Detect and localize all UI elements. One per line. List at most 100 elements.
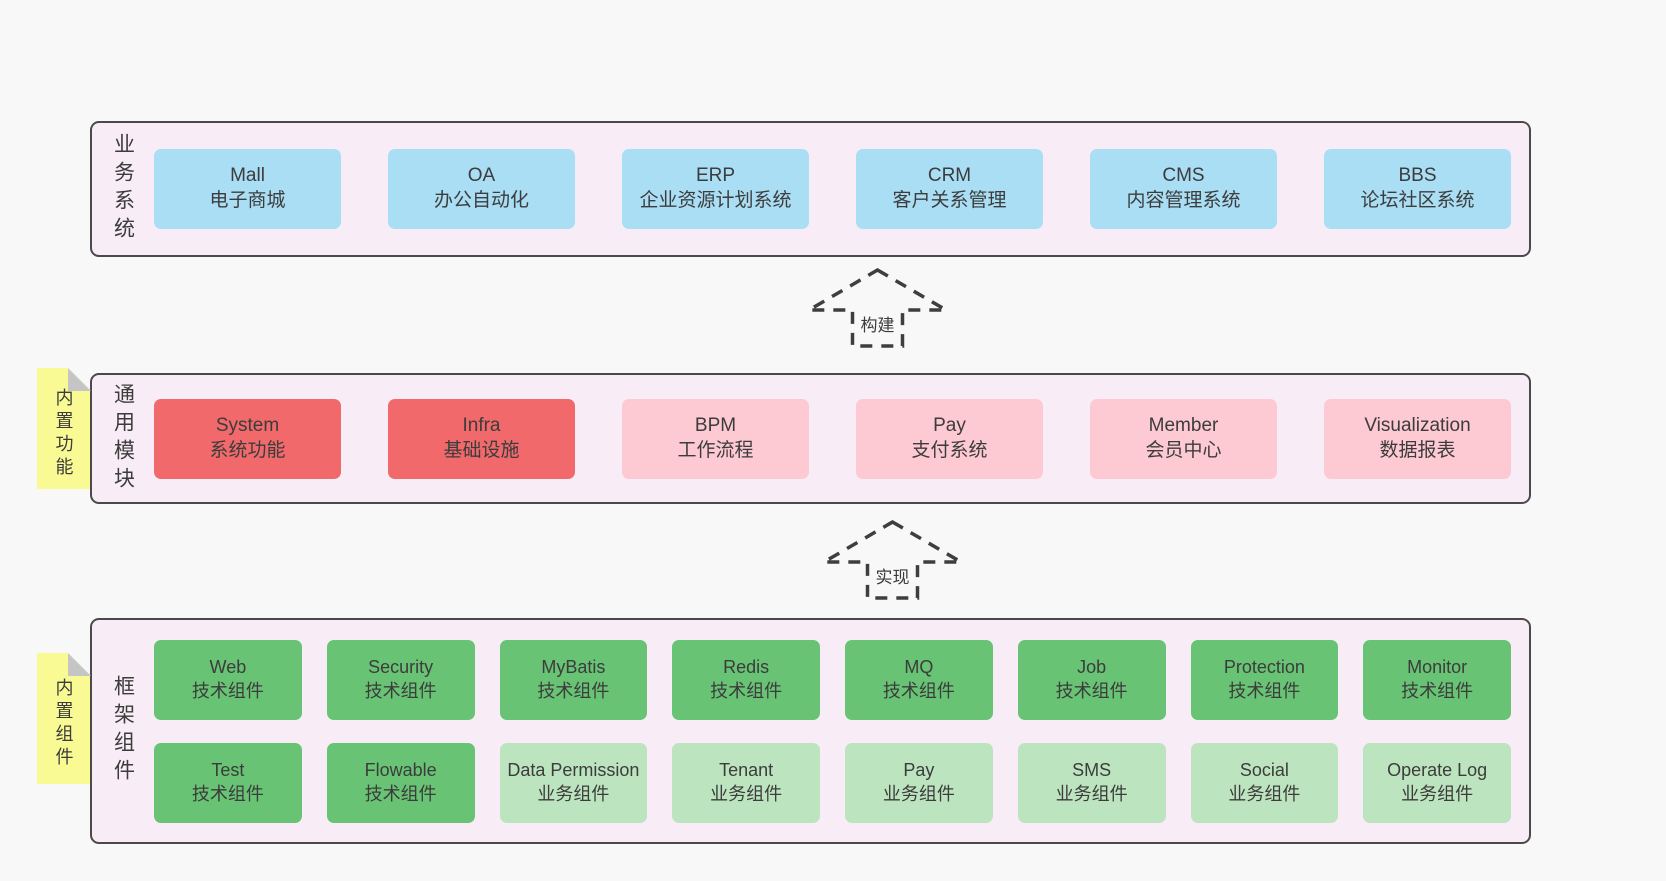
box-subtitle: 系统功能	[209, 439, 286, 461]
box-subtitle: 业务组件	[1401, 783, 1474, 804]
box-subtitle: 基础设施	[443, 439, 520, 461]
box-subtitle: 技术组件	[191, 680, 264, 701]
box-title: Web	[209, 657, 247, 678]
box-subtitle: 业务组件	[1055, 783, 1128, 804]
box-title: Infra	[462, 414, 501, 436]
box-title: Redis	[723, 657, 770, 678]
sticky-note-built-in-functions: 内置功能	[37, 368, 91, 489]
implement-arrow: 实现	[817, 519, 968, 600]
box-title: MQ	[904, 657, 934, 678]
arrow-label: 构建	[857, 311, 898, 336]
box-subtitle: 客户关系管理	[892, 190, 1007, 211]
box-subtitle: 办公自动化	[433, 190, 529, 211]
module-box-crm: CRM 客户关系管理	[856, 149, 1043, 229]
box-row: Mall 电子商城 OA 办公自动化 ERP 企业资源计划系统 CRM 客户关系管理 CMS 内容…	[154, 149, 1511, 229]
band-side-label: 业务系统	[111, 133, 135, 245]
box-title: MyBatis	[541, 657, 606, 678]
box-title: Social	[1239, 760, 1289, 781]
module-box-infra: Infra 基础设施	[388, 398, 575, 479]
box-title: Test	[211, 760, 245, 781]
box-title: Protection	[1223, 657, 1305, 678]
box-title: BBS	[1398, 165, 1437, 187]
box-subtitle: 会员中心	[1145, 439, 1222, 461]
box-title: Security	[368, 657, 434, 678]
box-title: Operate Log	[1387, 760, 1488, 781]
box-title: Visualization	[1364, 414, 1471, 436]
box-subtitle: 企业资源计划系统	[639, 190, 792, 211]
box-subtitle: 业务组件	[537, 783, 610, 804]
box-subtitle: 技术组件	[1055, 680, 1128, 701]
box-subtitle: 技术组件	[882, 680, 955, 701]
box-subtitle: 业务组件	[710, 783, 783, 804]
band-side-label: 框架组件	[111, 675, 135, 787]
box-subtitle: 技术组件	[710, 680, 783, 701]
sticky-note-built-in-components: 内置组件	[37, 653, 91, 784]
box-title: Flowable	[364, 760, 437, 781]
box-title: Mall	[230, 165, 265, 187]
box-subtitle: 技术组件	[191, 783, 264, 804]
box-title: SMS	[1072, 760, 1112, 781]
box-title: OA	[467, 165, 496, 187]
module-box-cms: CMS 内容管理系统	[1090, 149, 1277, 229]
box-subtitle: 业务组件	[1228, 783, 1301, 804]
dashed-up-arrow-icon	[802, 267, 953, 348]
box-subtitle: 技术组件	[364, 783, 437, 804]
box-subtitle: 数据报表	[1379, 439, 1456, 461]
arrow-label: 实现	[872, 563, 913, 588]
box-subtitle: 技术组件	[364, 680, 437, 701]
module-box-bbs: BBS 论坛社区系统	[1324, 149, 1511, 229]
module-box-pay: Pay 支付系统	[856, 398, 1043, 479]
box-title: System	[215, 414, 280, 436]
box-title: Tenant	[719, 760, 774, 781]
boxes-area: Mall 电子商城 OA 办公自动化 ERP 企业资源计划系统 CRM 客户关系管理 CMS 内容…	[154, 123, 1511, 255]
box-title: Job	[1077, 657, 1107, 678]
box-subtitle: 技术组件	[1228, 680, 1301, 701]
module-box-mall: Mall 电子商城	[154, 149, 341, 229]
dashed-up-arrow-icon	[817, 519, 968, 600]
box-title: Pay	[903, 760, 935, 781]
module-box-visualization: Visualization 数据报表	[1324, 398, 1511, 479]
box-subtitle: 电子商城	[209, 190, 286, 211]
box-title: Member	[1148, 414, 1219, 436]
module-box-system: System 系统功能	[154, 398, 341, 479]
box-subtitle: 支付系统	[911, 439, 988, 461]
box-title: ERP	[695, 165, 736, 187]
box-title: CMS	[1162, 165, 1205, 187]
box-subtitle: 论坛社区系统	[1360, 190, 1475, 211]
box-title: CRM	[927, 165, 972, 187]
box-title: Monitor	[1407, 657, 1468, 678]
band-side-label: 通用模块	[111, 382, 135, 495]
box-subtitle: 技术组件	[537, 680, 610, 701]
build-arrow: 构建	[802, 267, 953, 348]
sticky-label: 内置组件	[53, 677, 74, 770]
box-title: BPM	[694, 414, 737, 436]
box-subtitle: 技术组件	[1401, 680, 1474, 701]
band-business-systems: 业务系统 Mall 电子商城 OA 办公自动化 ERP 企业资源计划系统 CRM 客户关系管理…	[90, 121, 1531, 257]
box-title: Data Permission	[507, 760, 640, 781]
sticky-label: 内置功能	[53, 387, 74, 480]
box-subtitle: 内容管理系统	[1126, 190, 1241, 211]
box-title: Pay	[933, 414, 966, 436]
